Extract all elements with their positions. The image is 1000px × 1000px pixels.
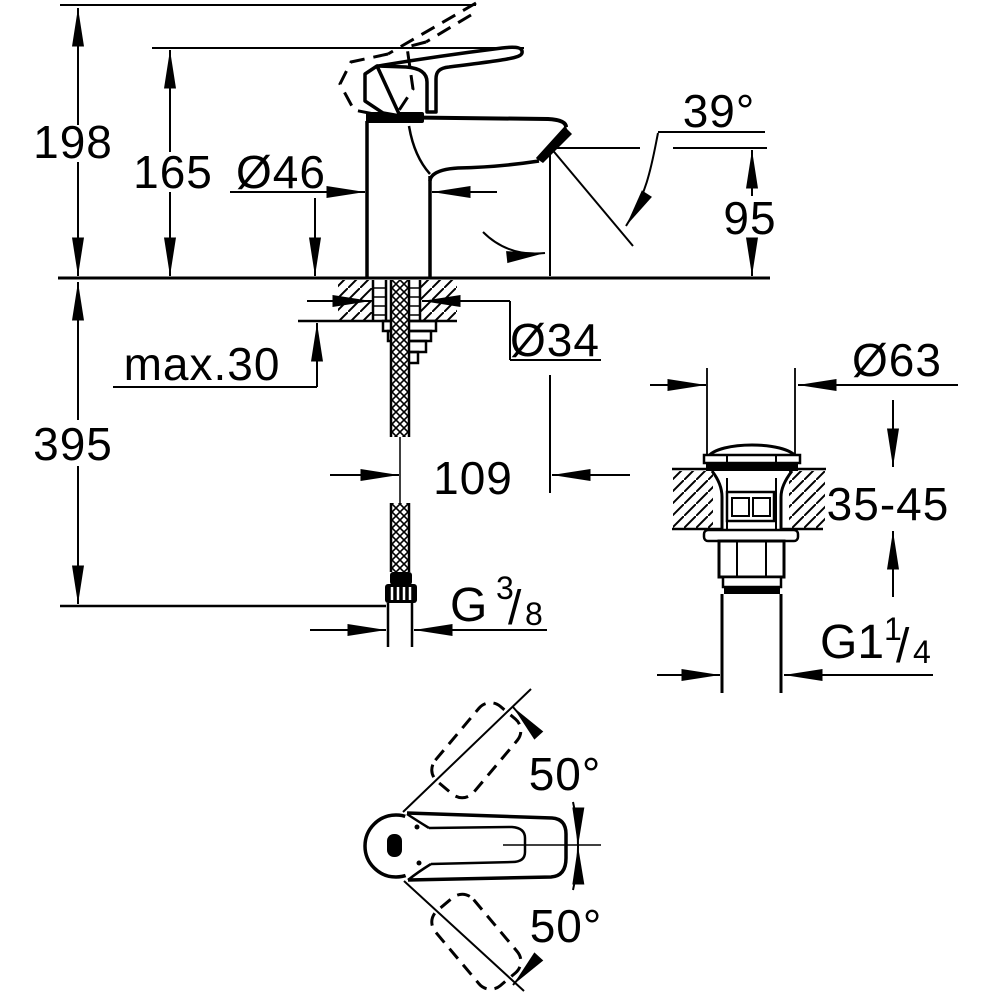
drain-hatch-left (673, 471, 713, 528)
angle-ray (549, 146, 634, 247)
label-total-height: 198 (33, 116, 113, 168)
drain-cap-rim (702, 453, 802, 465)
drain-nut (717, 539, 786, 579)
label-max-deck: max.30 (124, 338, 281, 390)
label-hole-diameter: Ø34 (510, 314, 600, 366)
handle-top-view (363, 688, 601, 992)
faucet-body (365, 115, 572, 277)
label-supply-thread: G 3 / 8 (450, 570, 543, 635)
aerator (537, 128, 572, 163)
drain-hatch-right (789, 471, 825, 528)
drain-neck-left (710, 470, 724, 530)
supply-hose (385, 280, 417, 647)
handle-base-plate (366, 112, 424, 123)
label-drain-thread: G1 1 / 4 (820, 611, 931, 673)
drain-pipe (720, 594, 783, 693)
label-spout-height: 95 (723, 192, 776, 244)
dimension-graphics (72, 8, 758, 636)
label-spout-angle: 39° (683, 85, 756, 137)
handle-raised-dashed (338, 1, 477, 120)
swivel-ray-lower (403, 880, 525, 992)
drain-thread-numerator: 1 (884, 611, 902, 647)
handle-lever-fill (399, 812, 567, 881)
hose-connector-nut (385, 584, 417, 603)
handle-swivel-dashed-lower (430, 892, 523, 991)
angle-arc (625, 132, 659, 227)
handle-side (363, 45, 524, 123)
drain-view (650, 368, 958, 693)
handle-knuckle (363, 64, 402, 118)
drain-collar (721, 575, 783, 589)
handle-lever (376, 45, 524, 114)
drain-washer (702, 528, 800, 543)
handle-swivel-dashed-upper (430, 701, 523, 800)
drain-thread-base: G1 (820, 616, 884, 669)
handle-pivot-mark (387, 834, 402, 857)
drain-thread-denominator: 4 (913, 634, 931, 670)
hose-connector-nut-top (390, 572, 412, 585)
connector-tube (386, 603, 414, 647)
supply-thread-base: G (450, 579, 487, 632)
label-handle-height: 165 (133, 146, 213, 198)
label-spout-projection: 109 (433, 452, 513, 504)
body-contour-line (407, 125, 431, 175)
label-body-diameter: Ø46 (236, 146, 326, 198)
drain-thread-slash: / (896, 620, 910, 673)
drain-neck-right (779, 470, 794, 530)
spout-end-face (535, 125, 568, 161)
label-drain-diameter: Ø63 (852, 334, 942, 386)
supply-thread-slash: / (508, 582, 522, 635)
handle-lever-outline-top (406, 811, 568, 882)
supply-thread-denominator: 8 (525, 596, 543, 632)
label-drain-deck-range: 35-45 (827, 478, 950, 530)
dimension-labels: 198 165 Ø46 39° 95 max.30 Ø34 395 109 G … (33, 85, 950, 952)
drain-collar-band (724, 587, 780, 594)
supply-thread-numerator: 3 (496, 570, 514, 606)
flow-direction-arc (482, 231, 546, 264)
swivel-ray-upper (402, 688, 532, 813)
label-swivel-upper: 50° (529, 748, 602, 800)
spout-underside (428, 159, 540, 182)
drain-ext-lines (706, 368, 796, 455)
spout-angle-graphics (482, 131, 767, 276)
label-hose-length: 395 (33, 418, 113, 470)
drain-cap-band (706, 463, 798, 471)
label-swivel-lower: 50° (530, 900, 603, 952)
